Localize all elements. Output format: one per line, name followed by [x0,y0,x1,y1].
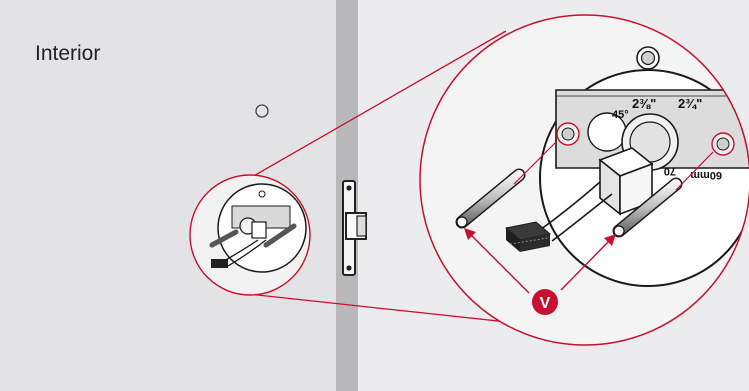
marker-v-label: V [540,295,551,312]
backset-2-3-8-label: 2⅜" [632,96,656,111]
size-70-label: 70 [664,165,676,177]
backset-2-3-4-label: 2¾" [678,96,702,111]
angle-45-label: 45° [612,109,629,121]
latch-hole-right [712,133,734,155]
latch-hole-left [557,123,579,145]
marker-v-badge: V [532,289,558,315]
detail-circle-small [190,175,310,295]
interior-label: Interior [35,42,100,65]
zoomed-detail-circle: 45° 2⅜" 2¾" 70 60mm [420,15,749,345]
